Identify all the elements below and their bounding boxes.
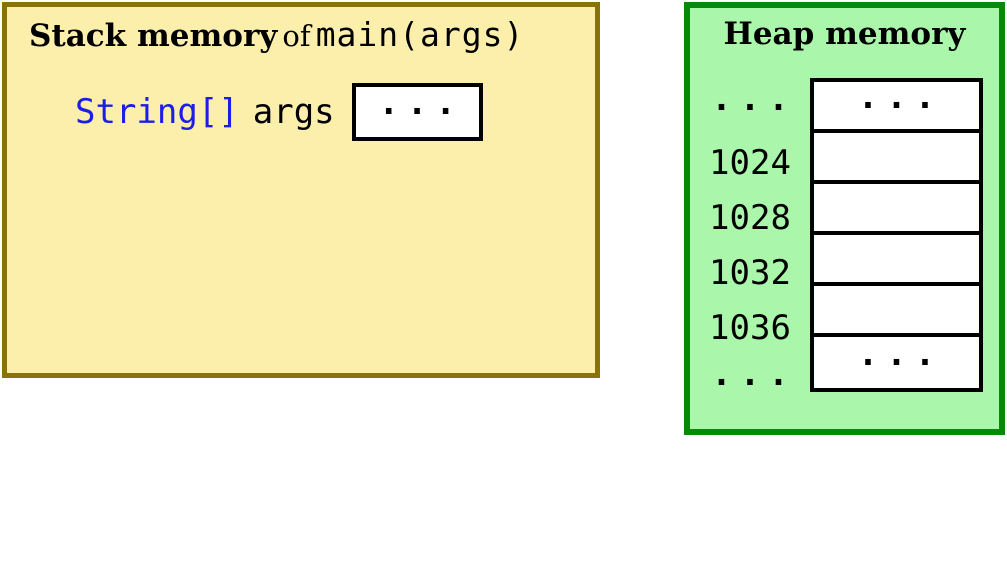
- heap-cell: ···: [814, 82, 979, 133]
- heap-address-label: 1036: [709, 307, 791, 348]
- heap-address-label: 1032: [709, 252, 791, 293]
- variable-type: String[]: [75, 92, 239, 132]
- heap-address-label: 1028: [709, 197, 791, 238]
- heap-cell: [814, 133, 979, 184]
- heap-address-label: ···: [711, 87, 797, 128]
- heap-address-label: 1024: [709, 142, 791, 183]
- stack-title-connector: of: [282, 19, 311, 53]
- heap-address-column: ··· 1024 1028 1032 1036 ···: [690, 78, 810, 410]
- stack-variable-row: String[] args ···: [75, 81, 483, 143]
- heap-table: ··· 1024 1028 1032 1036 ··· ··· ···: [690, 78, 999, 410]
- stack-title: Stack memory of main(args): [29, 15, 524, 54]
- heap-title: Heap memory: [723, 16, 966, 52]
- heap-cell: [814, 184, 979, 235]
- stack-title-bold: Stack memory: [29, 18, 278, 54]
- heap-cell: [814, 235, 979, 286]
- heap-memory-box: Heap memory ··· 1024 1028 1032 1036 ··· …: [684, 2, 1005, 435]
- heap-cell: [814, 286, 979, 337]
- heap-cells-column: ··· ···: [810, 78, 983, 392]
- stack-memory-box: Stack memory of main(args) String[] args…: [2, 2, 600, 378]
- variable-name: args: [252, 92, 335, 132]
- heap-cell: ···: [857, 342, 944, 383]
- stack-title-method-signature: main(args): [315, 15, 525, 54]
- heap-address-label: ···: [711, 362, 797, 403]
- variable-value-box: ···: [351, 83, 483, 141]
